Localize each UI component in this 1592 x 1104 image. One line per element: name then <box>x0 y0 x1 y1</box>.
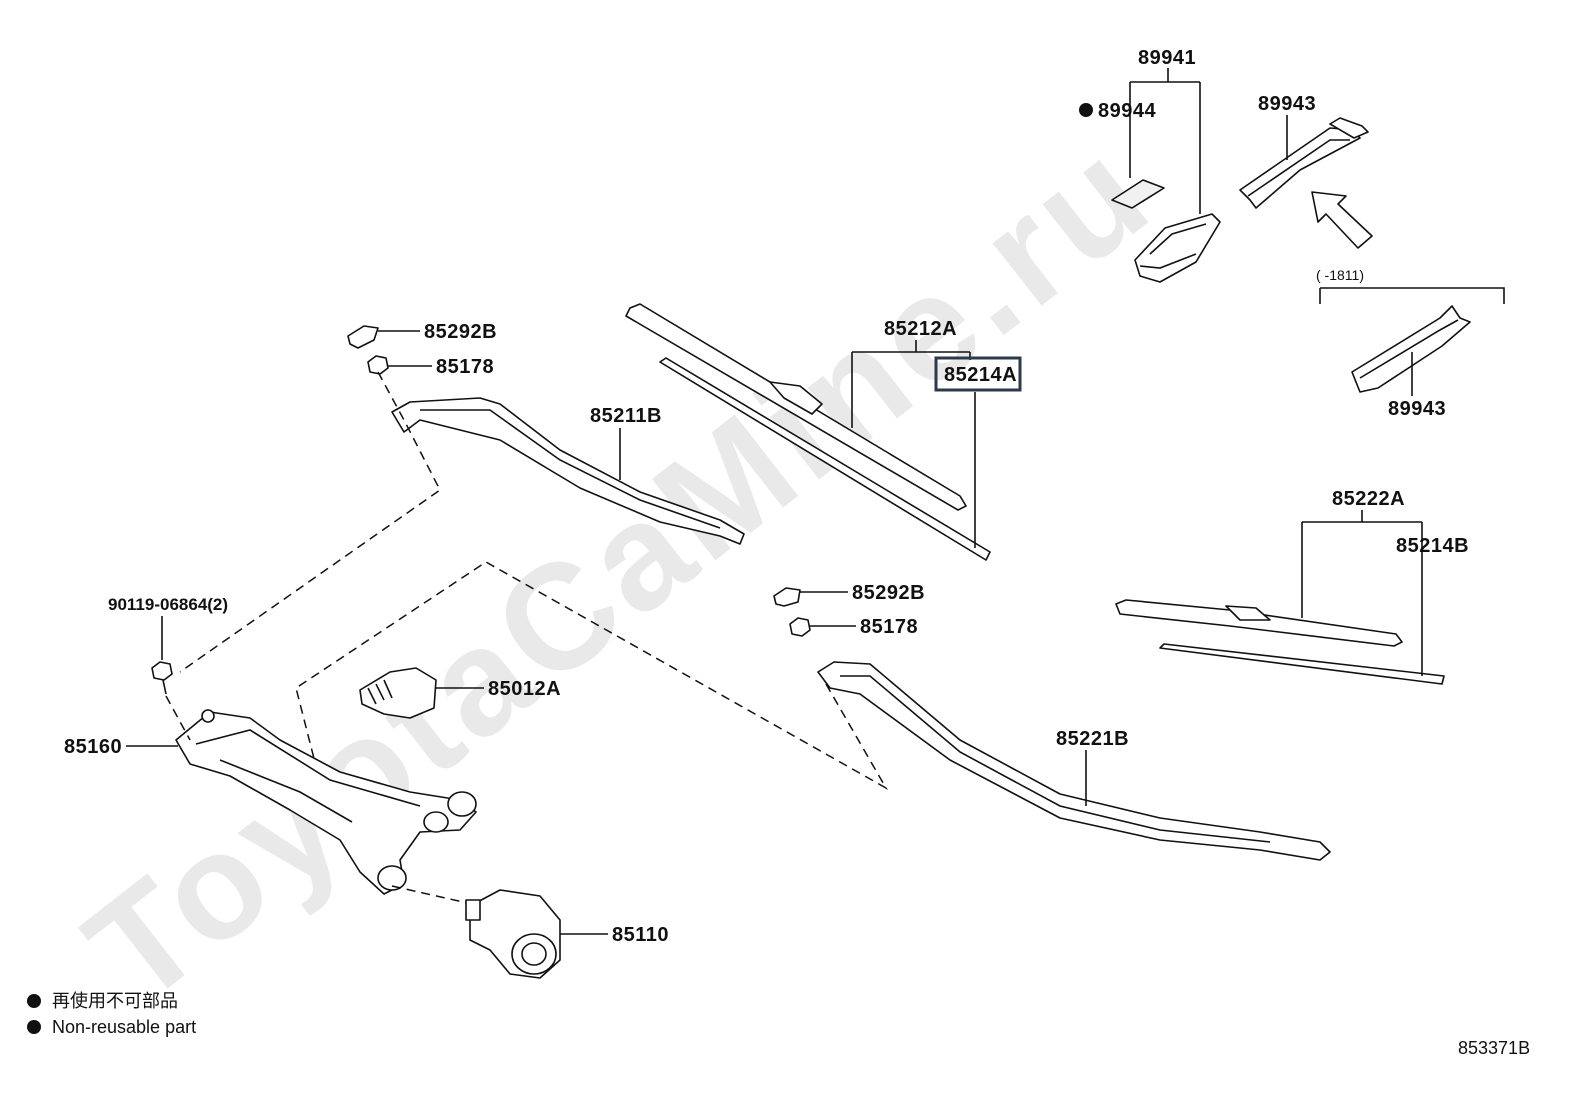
dash-bolt-link <box>165 695 191 741</box>
part-85292B-cap-mid[interactable] <box>773 587 801 607</box>
diagram-id: 853371B <box>1458 1038 1530 1058</box>
part-85110-wiper-motor[interactable] <box>465 889 561 979</box>
part-85211B-wiper-arm[interactable] <box>391 397 745 545</box>
legend-dot-icon <box>27 1020 41 1034</box>
dash-85211B-link <box>179 371 441 673</box>
part-90119-bolt[interactable] <box>151 661 173 695</box>
label-85292B-mid: 85292B <box>852 582 925 604</box>
label-85292B-top: 85292B <box>424 321 497 343</box>
part-89943-adapter-top[interactable] <box>1239 117 1369 209</box>
highlight-box-85214A <box>934 356 1022 392</box>
label-85211B: 85211B <box>590 405 662 427</box>
label-85212A: 85212A <box>884 318 957 340</box>
part-85178-nut-top[interactable] <box>367 355 389 375</box>
label-90119: 90119-06864(2) <box>108 595 228 614</box>
leader-89941 <box>1129 68 1201 214</box>
part-85221B-wiper-arm[interactable] <box>817 661 1331 861</box>
label-89943-bottom: 89943 <box>1388 398 1446 420</box>
part-85214B-blade-rubber[interactable] <box>1159 643 1445 685</box>
label-89941: 89941 <box>1138 47 1196 69</box>
part-85178-nut-mid[interactable] <box>789 617 811 637</box>
part-89944-pad[interactable] <box>1111 179 1165 209</box>
legend-japanese: 再使用不可部品 <box>52 991 178 1011</box>
legend-english: Non-reusable part <box>52 1017 196 1037</box>
label-85178-top: 85178 <box>436 356 494 378</box>
label-date-range: ( -1811) <box>1316 267 1364 283</box>
part-89943-adapter-bottom[interactable] <box>1351 305 1471 393</box>
direction-arrow-icon <box>1311 191 1373 249</box>
label-85221B: 85221B <box>1056 728 1129 750</box>
non-reusable-dot-icon <box>1079 103 1093 117</box>
part-85222A-wiper-blade[interactable] <box>1115 599 1403 647</box>
part-85012A-cover[interactable] <box>359 667 437 719</box>
label-85012A: 85012A <box>488 678 561 700</box>
part-85160-link-assembly[interactable] <box>175 709 477 895</box>
date-range-bracket <box>1319 287 1505 304</box>
label-89944: 89944 <box>1098 100 1156 122</box>
leader-85222A <box>1301 510 1423 676</box>
watermark: ToyotaCaMine.ru <box>56 105 1180 1035</box>
part-89941-blade-cap[interactable] <box>1134 213 1221 283</box>
part-85292B-cap-top[interactable] <box>347 325 379 349</box>
label-85222A: 85222A <box>1332 488 1405 510</box>
label-85160: 85160 <box>64 736 122 758</box>
dash-motor-link <box>391 885 473 905</box>
part-85212A-wiper-blade[interactable] <box>625 303 967 511</box>
label-89943-top: 89943 <box>1258 93 1316 115</box>
legend-dot-icon <box>27 994 41 1008</box>
label-85178-mid: 85178 <box>860 616 918 638</box>
label-85214B: 85214B <box>1396 535 1469 557</box>
dash-85221B-link <box>295 561 889 791</box>
label-85110: 85110 <box>612 924 669 946</box>
label-85214A[interactable]: 85214A <box>944 364 1017 386</box>
part-85214A-blade-rubber[interactable] <box>659 357 991 561</box>
